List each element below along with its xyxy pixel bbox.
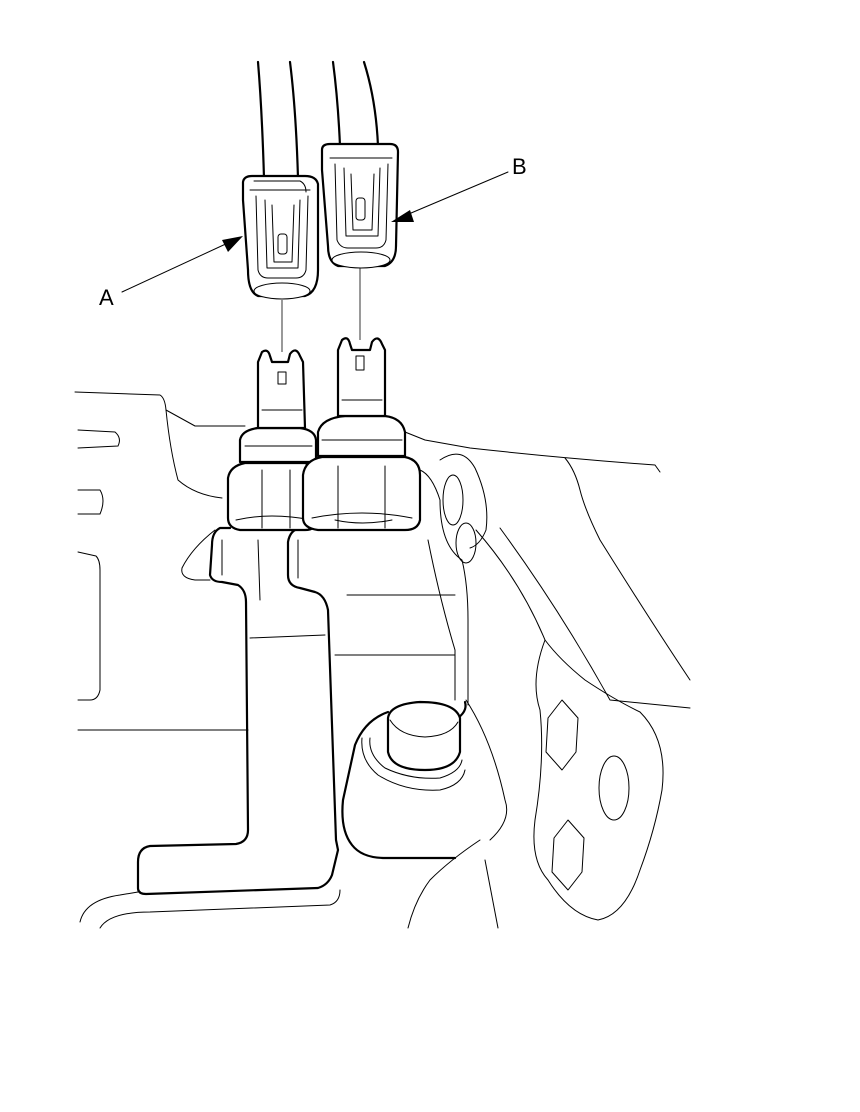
- callout-b-leader: [403, 171, 509, 217]
- transmission-housing: [74, 391, 691, 929]
- mounting-bracket: [136, 526, 467, 896]
- connector-a: [241, 60, 320, 300]
- callout-b: B: [391, 154, 527, 222]
- callout-b-arrowhead: [391, 210, 414, 222]
- connector-b: [320, 60, 400, 269]
- sensor-b: [301, 337, 422, 532]
- sensor-a: [226, 349, 320, 532]
- callout-b-label: B: [512, 154, 527, 179]
- callout-a-label: A: [99, 285, 114, 310]
- callout-a: A: [99, 236, 243, 310]
- callout-a-leader: [121, 241, 231, 293]
- callout-a-arrowhead: [222, 236, 243, 252]
